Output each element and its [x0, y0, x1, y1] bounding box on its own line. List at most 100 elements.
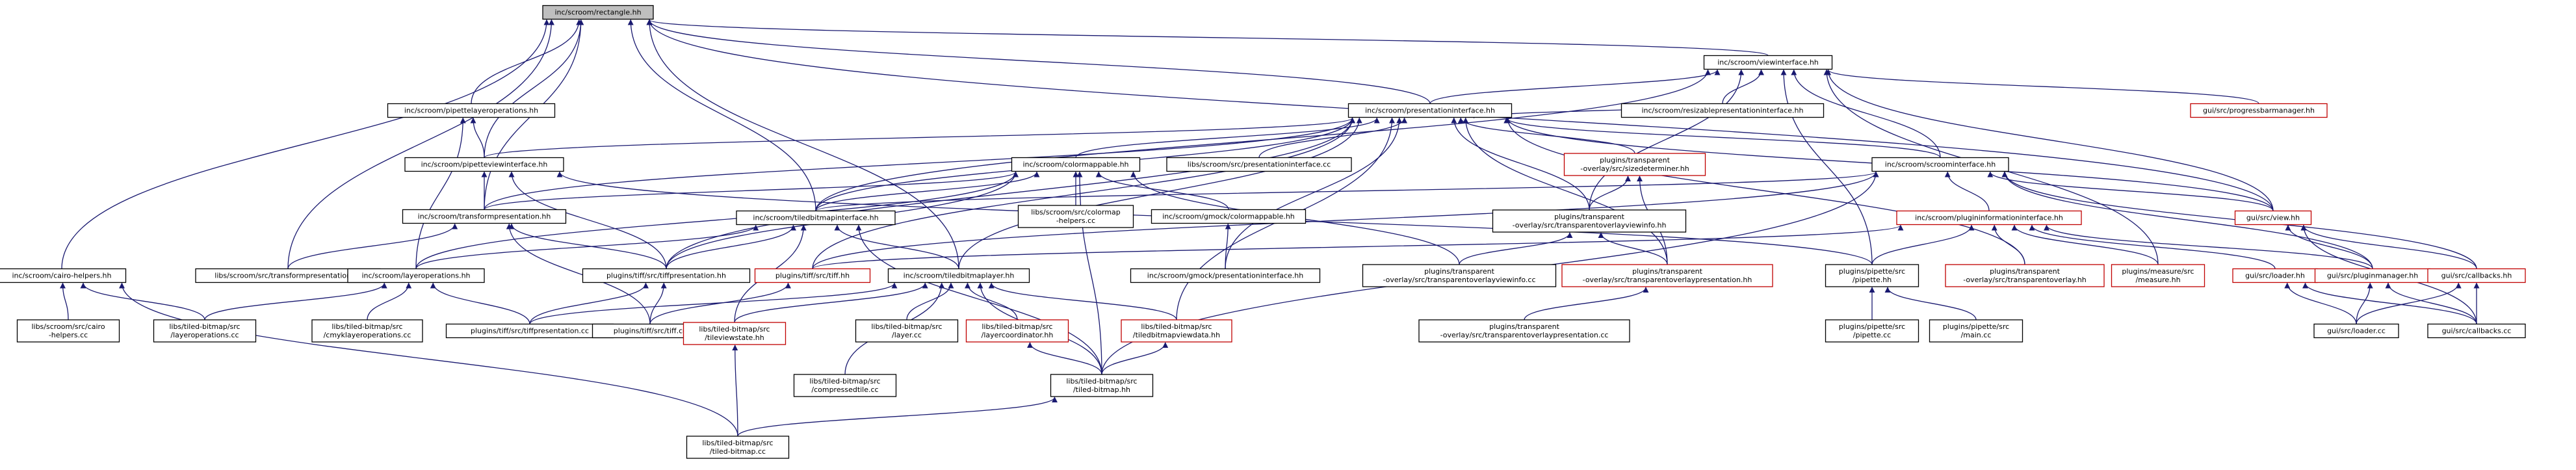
- file-node-box: [347, 268, 485, 283]
- file-node-sizeDet[interactable]: plugins/transparent-overlay/src/sizedete…: [1563, 153, 1706, 176]
- file-node-cmykOpsCc[interactable]: libs/tiled-bitmap/src/cmyklayeroperation…: [311, 319, 423, 343]
- dependency-edge: [1884, 287, 1977, 320]
- file-node-colormappable[interactable]: inc/scroom/colormappable.hh: [1011, 157, 1141, 172]
- file-node-presIf[interactable]: inc/scroom/presentationinterface.hh: [1347, 103, 1513, 118]
- dependency-edge: [484, 19, 584, 158]
- file-node-loaderHh[interactable]: gui/src/loader.hh: [2232, 268, 2318, 283]
- dependency-edge: [1225, 223, 1231, 269]
- file-node-toHh[interactable]: plugins/transparent-overlay/src/transpar…: [1945, 264, 2105, 287]
- dependency-edge: [508, 171, 667, 269]
- file-node-tiffPres[interactable]: plugins/tiff/src/tiffpresentation.hh: [582, 268, 751, 283]
- dependency-edge: [119, 282, 738, 437]
- file-node-box: [2234, 210, 2312, 226]
- file-node-tiledBitmapIf[interactable]: inc/scroom/tiledbitmapinterface.hh: [736, 210, 896, 226]
- file-node-gmockPresIf[interactable]: inc/scroom/gmock/presentationinterface.h…: [1130, 268, 1321, 283]
- file-node-tiffCc[interactable]: plugins/tiff/src/tiff.cc: [592, 323, 709, 339]
- dependency-edge: [1944, 171, 1990, 211]
- dependency-edge: [415, 224, 759, 269]
- file-node-viewif[interactable]: inc/scroom/viewinterface.hh: [1703, 55, 1833, 70]
- file-node-box: [1017, 205, 1134, 228]
- file-node-label: libs/tiled-bitmap/src: [169, 322, 240, 331]
- file-node-box: [1563, 153, 1706, 176]
- file-node-tileViewState[interactable]: libs/tiled-bitmap/src/tileviewstate.hh: [683, 322, 787, 345]
- file-node-tiffHh[interactable]: plugins/tiff/src/tiff.hh: [754, 268, 871, 283]
- dependency-edge: [812, 224, 1904, 270]
- file-node-pluginInfoIf[interactable]: inc/scroom/plugininformationinterface.hh: [1896, 210, 2082, 226]
- file-node-label: libs/tiled-bitmap/src: [871, 322, 942, 331]
- file-node-tiledBitmapCc[interactable]: libs/tiled-bitmap/src/tiled-bitmap.cc: [686, 436, 790, 459]
- file-node-layerCc[interactable]: libs/tiled-bitmap/src/layer.cc: [855, 319, 959, 343]
- file-node-layerOpsCc[interactable]: libs/tiled-bitmap/src/layeroperations.cc: [153, 319, 257, 343]
- file-node-box: [1945, 264, 2105, 287]
- file-node-guiView[interactable]: gui/src/view.hh: [2234, 210, 2312, 226]
- file-node-layerCoord[interactable]: libs/tiled-bitmap/src/layercoordinator.h…: [965, 319, 1069, 343]
- dependency-edge: [529, 282, 649, 324]
- dependency-edge: [2302, 282, 2477, 324]
- file-node-resizable[interactable]: inc/scroom/resizablepresentationinterfac…: [1620, 103, 1825, 118]
- file-node-label: libs/scroom/src/transformpresentation.cc: [215, 272, 361, 280]
- file-node-pipetteCc[interactable]: plugins/pipette/src/pipette.cc: [1825, 319, 1919, 343]
- file-node-pluginMgr[interactable]: gui/src/pluginmanager.hh: [2314, 268, 2431, 283]
- dependency-edge: [1589, 69, 1745, 211]
- file-node-box: [1825, 319, 1919, 343]
- file-node-box: [387, 103, 556, 118]
- file-node-presIfCc[interactable]: libs/scroom/src/presentationinterface.cc: [1166, 157, 1352, 172]
- dependency-edge: [61, 19, 550, 269]
- file-node-tiledBitmapHh[interactable]: libs/tiled-bitmap/src/tiled-bitmap.hh: [1050, 374, 1154, 397]
- file-node-pipetteViewIf[interactable]: inc/scroom/pipetteviewinterface.hh: [404, 157, 564, 172]
- file-node-cairoHelpersCc[interactable]: libs/scroom/src/cairo-helpers.cc: [16, 319, 120, 343]
- file-node-pipetteHh[interactable]: plugins/pipette/src/pipette.hh: [1825, 264, 1919, 287]
- file-node-gmockColormappable[interactable]: inc/scroom/gmock/colormappable.hh: [1151, 209, 1307, 224]
- file-node-toPresCc[interactable]: plugins/transparent-overlay/src/transpar…: [1418, 319, 1630, 343]
- dependency-edge: [649, 282, 667, 324]
- dependency-edge: [649, 282, 791, 324]
- file-node-box: [736, 210, 896, 226]
- file-node-toViewInfoCc[interactable]: plugins/transparent-overlay/src/transpar…: [1362, 264, 1557, 287]
- file-node-tiledBitmapLayer[interactable]: inc/scroom/tiledbitmaplayer.hh: [887, 268, 1030, 283]
- dependency-edge: [59, 282, 69, 320]
- file-node-toPres[interactable]: plugins/transparent-overlay/src/transpar…: [1561, 264, 1773, 287]
- file-node-tiffPresCc[interactable]: plugins/tiff/src/tiffpresentation.cc: [445, 323, 614, 339]
- file-node-pipetteLayerOps[interactable]: inc/scroom/pipettelayeroperations.hh: [387, 103, 556, 118]
- file-node-box: [1871, 157, 2009, 172]
- dependency-edge: [1076, 171, 1102, 375]
- file-node-layerOps[interactable]: inc/scroom/layeroperations.hh: [347, 268, 485, 283]
- dependency-edge: [287, 19, 554, 269]
- dependency-edge: [367, 282, 412, 320]
- file-node-label: gui/src/loader.cc: [2327, 327, 2386, 335]
- file-node-label: plugins/pipette/src: [1839, 322, 1905, 331]
- dependency-edge: [1075, 117, 1380, 158]
- file-node-colormapHelpers[interactable]: libs/scroom/src/colormap-helpers.cc: [1017, 205, 1134, 228]
- file-node-measureHh[interactable]: plugins/measure/src/measure.hh: [2111, 264, 2205, 287]
- dependency-edge: [1101, 342, 1169, 375]
- dependency-edge: [1987, 171, 2274, 211]
- file-node-box: [1050, 374, 1154, 397]
- dependency-edge: [484, 117, 1355, 210]
- dependency-edge: [958, 117, 1362, 269]
- file-node-progressbar[interactable]: gui/src/progressbarmanager.hh: [2190, 103, 2328, 118]
- file-node-box: [855, 319, 959, 343]
- file-node-cairoHelpers[interactable]: inc/scroom/cairo-helpers.hh: [0, 268, 127, 283]
- file-node-transformPresCc[interactable]: libs/scroom/src/transformpresentation.cc: [195, 268, 381, 283]
- file-node-callbacksHh[interactable]: gui/src/callbacks.hh: [2427, 268, 2526, 283]
- file-node-rect[interactable]: inc/scroom/rectangle.hh: [542, 5, 654, 20]
- file-node-label: /layeroperations.cc: [170, 331, 239, 339]
- file-node-label: inc/scroom/rectangle.hh: [554, 8, 641, 17]
- file-node-pipetteMain[interactable]: plugins/pipette/src/main.cc: [1929, 319, 2023, 343]
- file-node-compressedTile[interactable]: libs/tiled-bitmap/src/compressedtile.cc: [793, 374, 897, 397]
- file-node-label: inc/scroom/gmock/presentationinterface.h…: [1147, 272, 1303, 280]
- file-node-callbacksCc[interactable]: gui/src/callbacks.cc: [2427, 323, 2526, 339]
- dependency-edge: [470, 117, 485, 158]
- file-node-toViewInfo[interactable]: plugins/transparent-overlay/src/transpar…: [1492, 209, 1687, 233]
- file-node-box: [311, 319, 423, 343]
- dependency-edge: [415, 117, 466, 269]
- file-node-tiledBitmapViewData[interactable]: libs/tiled-bitmap/src/tiledbitmapviewdat…: [1121, 319, 1232, 343]
- dependency-edge: [2356, 282, 2373, 324]
- file-node-label: /layercoordinator.hh: [982, 331, 1054, 339]
- file-node-transformPres[interactable]: inc/scroom/transformpresentation.hh: [402, 209, 567, 224]
- file-node-loaderCc[interactable]: gui/src/loader.cc: [2313, 323, 2399, 339]
- file-node-label: /compressedtile.cc: [811, 385, 878, 394]
- dependency-edge: [734, 282, 928, 323]
- file-node-scroomIf[interactable]: inc/scroom/scroominterface.hh: [1871, 157, 2009, 172]
